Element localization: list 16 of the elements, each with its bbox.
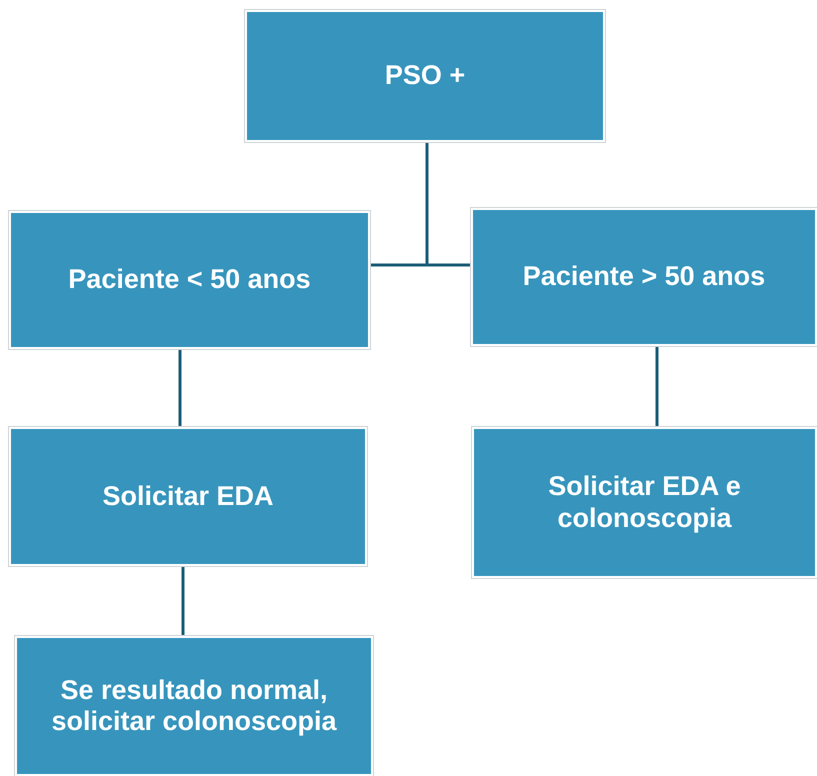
- process-box: [472, 427, 817, 578]
- process-box: [245, 10, 605, 142]
- process-box: [9, 211, 370, 349]
- box-label: PSO +: [384, 60, 466, 92]
- box-label: Se resultado normal, solicitar colonoscopia: [50, 674, 338, 738]
- box-label: Solicitar EDA: [102, 480, 274, 512]
- process-box: [471, 208, 817, 346]
- connector-line: [182, 566, 184, 636]
- connector-line: [178, 349, 182, 427]
- box-label: Solicitar EDA e colonoscopia: [547, 471, 742, 534]
- box-label: Paciente > 50 anos: [522, 261, 766, 293]
- box-label: Paciente < 50 anos: [68, 264, 311, 296]
- process-box: [15, 636, 373, 776]
- process-box: [9, 427, 367, 566]
- connector-line: [656, 346, 658, 427]
- connector-line: [426, 142, 471, 266]
